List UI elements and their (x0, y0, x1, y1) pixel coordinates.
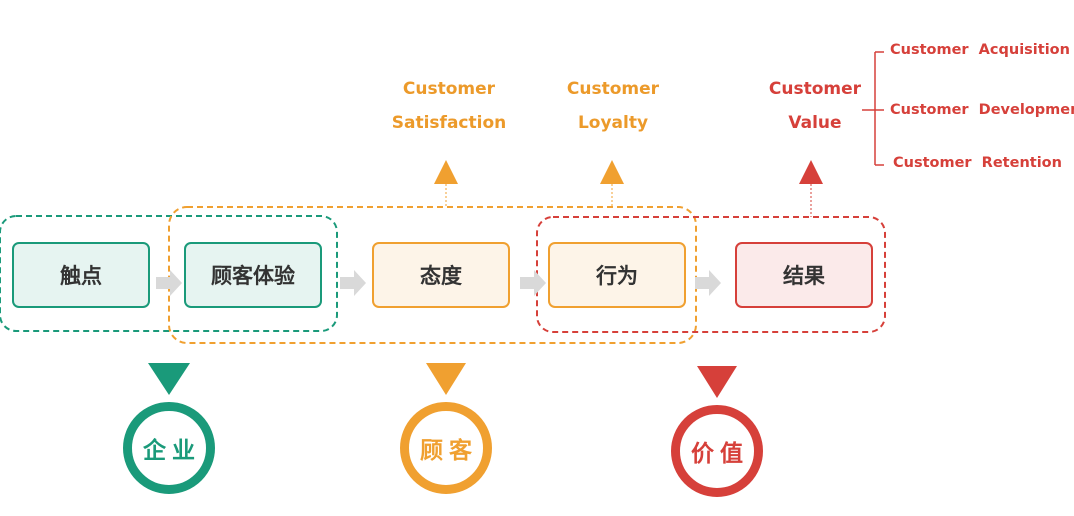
enterprise-pointer (148, 363, 190, 395)
enterprise-group-frame (0, 215, 338, 332)
flow-arrow-4 (695, 270, 721, 296)
step-label: 态度 (420, 264, 462, 288)
branch-acquisition: Customer Acquisition (890, 42, 1070, 58)
value-up-arrow (799, 160, 823, 184)
branch-retention: Customer Retention (893, 155, 1062, 171)
step-behavior: 行为 (548, 242, 686, 308)
flow-arrow-3 (520, 270, 546, 296)
step-result: 结果 (735, 242, 873, 308)
group-label: 价值 (691, 441, 749, 467)
flow-arrow-2 (340, 270, 366, 296)
step-label: 行为 (596, 264, 638, 288)
branch-development: Customer Development (890, 102, 1074, 118)
outcome-satisfaction: Customer Satisfaction (376, 72, 522, 140)
group-value: 价值 (671, 405, 763, 497)
step-label: 结果 (783, 264, 825, 288)
satisfaction-up-arrow (434, 160, 458, 184)
outcome-line: Loyalty (577, 113, 649, 133)
outcome-line: Customer (402, 79, 496, 99)
customer-pointer (426, 363, 466, 395)
outcome-loyalty: Customer Loyalty (540, 72, 686, 140)
outcome-line: Satisfaction (391, 113, 507, 133)
outcome-line: Value (788, 113, 842, 133)
step-customer-experience: 顾客体验 (184, 242, 322, 308)
outcome-line: Customer (566, 79, 660, 99)
step-label: 顾客体验 (211, 264, 295, 288)
outcome-line: Customer (768, 79, 862, 99)
group-customer: 顾客 (400, 402, 492, 494)
value-pointer (697, 366, 737, 398)
step-attitude: 态度 (372, 242, 510, 308)
group-label: 顾客 (420, 438, 478, 464)
outcome-value: Customer Value (742, 72, 888, 140)
loyalty-up-arrow (600, 160, 624, 184)
customer-group-frame (168, 206, 697, 344)
value-branch-bracket (862, 51, 884, 166)
group-label: 企业 (143, 438, 201, 464)
step-label: 触点 (60, 264, 102, 288)
step-touchpoint: 触点 (12, 242, 150, 308)
flow-arrow-1 (156, 270, 182, 296)
group-enterprise: 企业 (123, 402, 215, 494)
